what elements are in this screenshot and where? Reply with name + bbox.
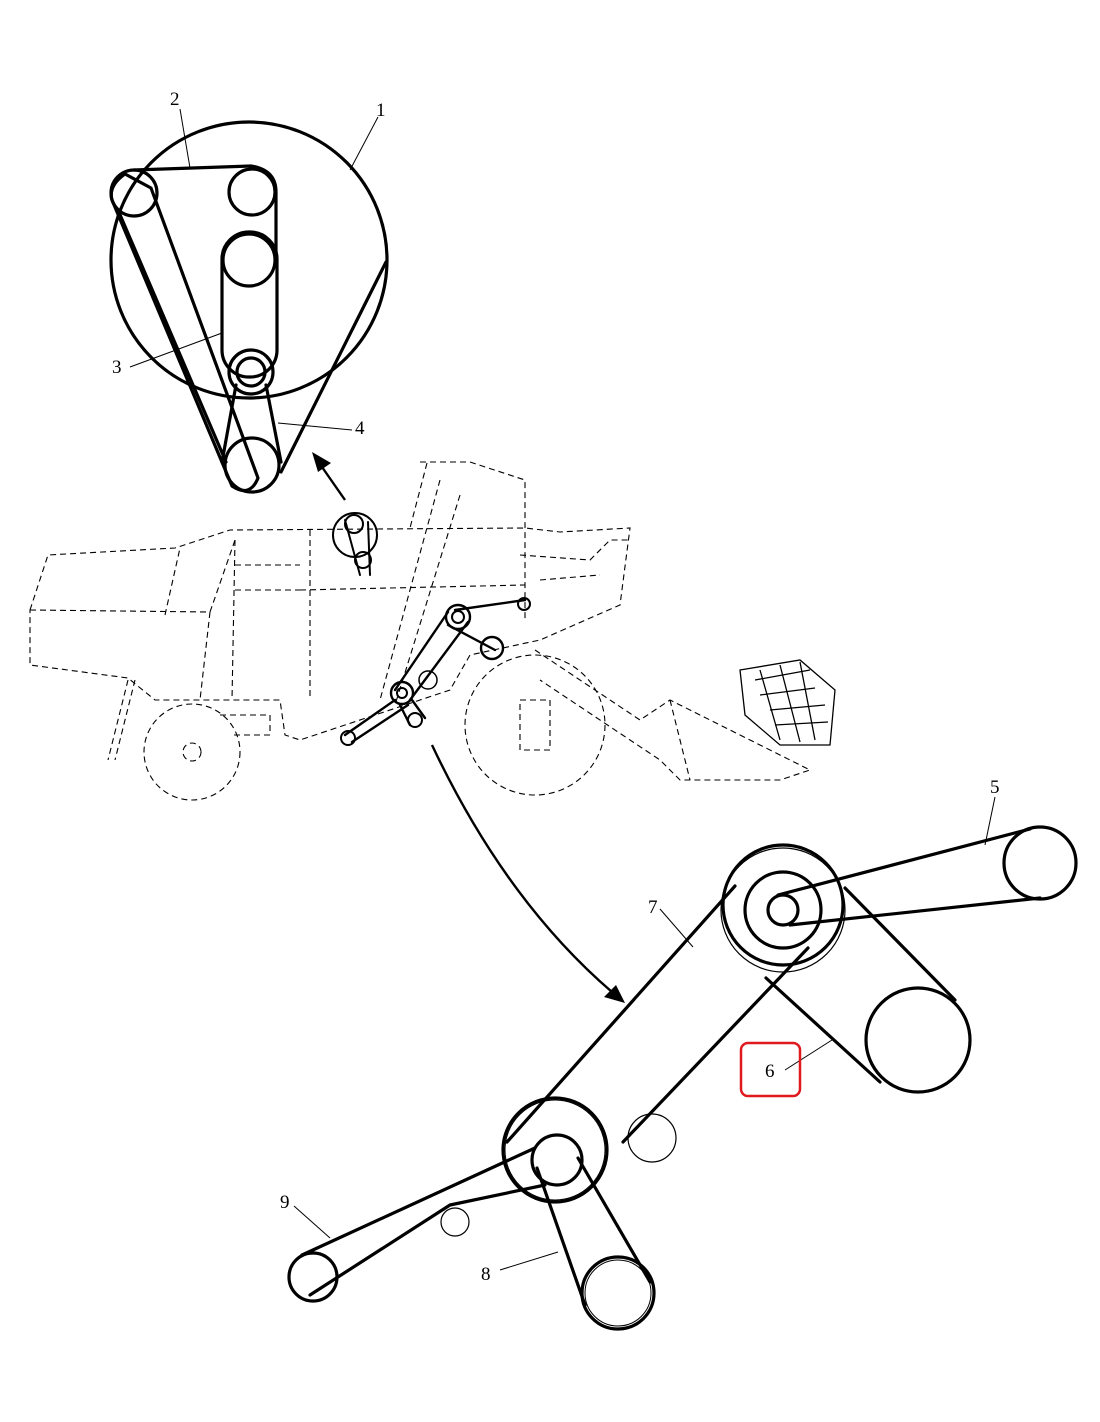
detail-arrow-lower: [430, 744, 625, 1003]
header-reel: [739, 659, 836, 746]
callout-9: 9: [280, 1192, 290, 1213]
callout-3: 3: [112, 357, 122, 378]
large-pulley: [109, 120, 389, 400]
lower-main-pulley: [501, 1096, 677, 1204]
belt-7: [505, 884, 810, 1144]
callout-6: 6: [765, 1061, 775, 1082]
machine-belt-schematic: [332, 512, 531, 746]
upper-belt-3: [220, 230, 279, 396]
upper-lower-pulley: [220, 383, 283, 494]
callout-1: 1: [376, 100, 386, 121]
belt-5: [776, 825, 1078, 927]
upper-belt-4: [109, 172, 388, 493]
rear-wheel: [143, 703, 241, 801]
detail-arrow-upper: [312, 452, 346, 501]
callout-labels: 1 2 3 4 5 6 7 8 9: [112, 89, 1000, 1285]
callout-4: 4: [355, 418, 365, 439]
callout-7: 7: [648, 897, 658, 918]
belt-8: [535, 1156, 656, 1331]
callout-6-highlight: [739, 1041, 802, 1098]
belt-6: [764, 886, 972, 1094]
callout-5: 5: [990, 777, 1000, 798]
upper-drive-detail: [109, 120, 389, 494]
callout-8: 8: [481, 1264, 491, 1285]
leader-lines: [129, 108, 996, 1271]
combine-harvester-outline: [29, 461, 836, 801]
upper-main-pulley: [720, 843, 846, 973]
belt-9: [287, 1146, 547, 1303]
upper-belt-2: [109, 164, 278, 257]
lower-drive-detail: [287, 825, 1078, 1331]
callout-2: 2: [170, 89, 180, 110]
front-wheel: [464, 654, 606, 796]
